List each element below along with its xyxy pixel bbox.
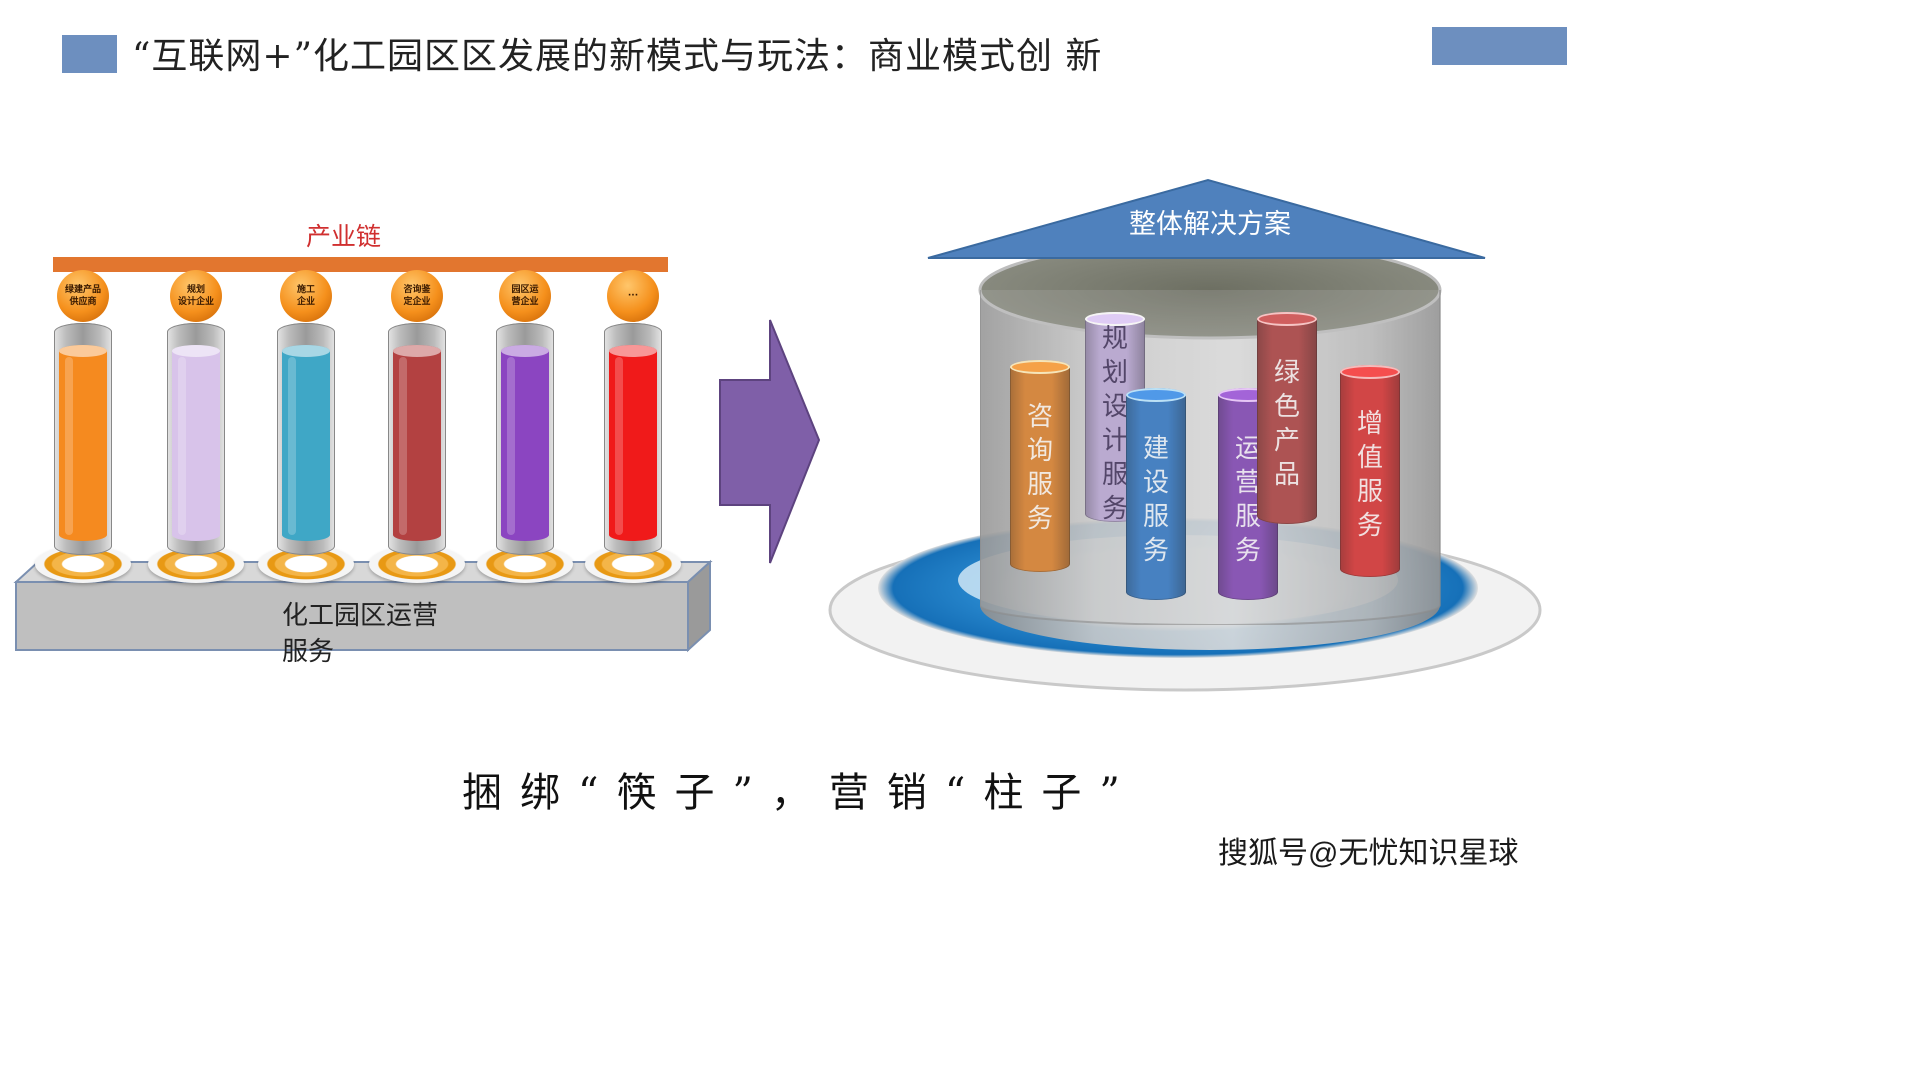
pillar-fill	[59, 345, 107, 541]
solution-platform-diagram	[828, 178, 1542, 692]
service-pillar-label: 咨 询 服 务	[1026, 402, 1053, 534]
pillar-cap-ball: 绿建产品 供应商	[57, 270, 109, 322]
pillar-fill	[282, 345, 330, 541]
pillar-fill	[172, 345, 220, 541]
pillar-cap-ball: 规划 设计企业	[170, 270, 222, 322]
pillar-cap-ball: 咨询鉴 定企业	[391, 270, 443, 322]
pillar-tube	[388, 323, 446, 555]
watermark-text: 搜狐号@无忧知识星球	[1218, 837, 1519, 870]
overall-solution-label: 整体解决方案	[1129, 209, 1291, 240]
service-pillar-cap	[1010, 360, 1070, 374]
pillar-tube	[54, 323, 112, 555]
pillar-tube	[167, 323, 225, 555]
industry-chain-label: 产业链	[306, 222, 382, 251]
header-accent-square	[62, 35, 117, 73]
pillar-cap-ball: 施工 企业	[280, 270, 332, 322]
service-pillar-label: 建 设 服 务	[1142, 434, 1169, 566]
slogan-text: 捆绑“筷子”，营销“柱子”	[462, 770, 1138, 816]
pillar-tube	[604, 323, 662, 555]
service-pillar-cap	[1126, 388, 1186, 402]
header-accent-bar	[1432, 27, 1567, 65]
service-pillar-label: 增 值 服 务	[1356, 409, 1383, 541]
pillar-tube	[496, 323, 554, 555]
service-pillar-cap	[1257, 312, 1317, 326]
service-pillar-label: 绿 色 产 品	[1273, 358, 1300, 490]
pillar-fill	[501, 345, 549, 541]
pillar-cap-ball: ···	[607, 270, 659, 322]
pillar-fill	[609, 345, 657, 541]
page-title: “互联网+”化工园区区发展的新模式与玩法：商业模式创 新	[132, 36, 1103, 77]
operations-service-label: 化工园区运营 服务	[282, 601, 439, 667]
service-pillar-cap	[1340, 365, 1400, 379]
pillar-tube	[277, 323, 335, 555]
industry-chain-bar	[53, 257, 668, 272]
transition-arrow-icon	[719, 319, 821, 564]
pillar-fill	[393, 345, 441, 541]
pillar-cap-ball: 园区运 营企业	[499, 270, 551, 322]
